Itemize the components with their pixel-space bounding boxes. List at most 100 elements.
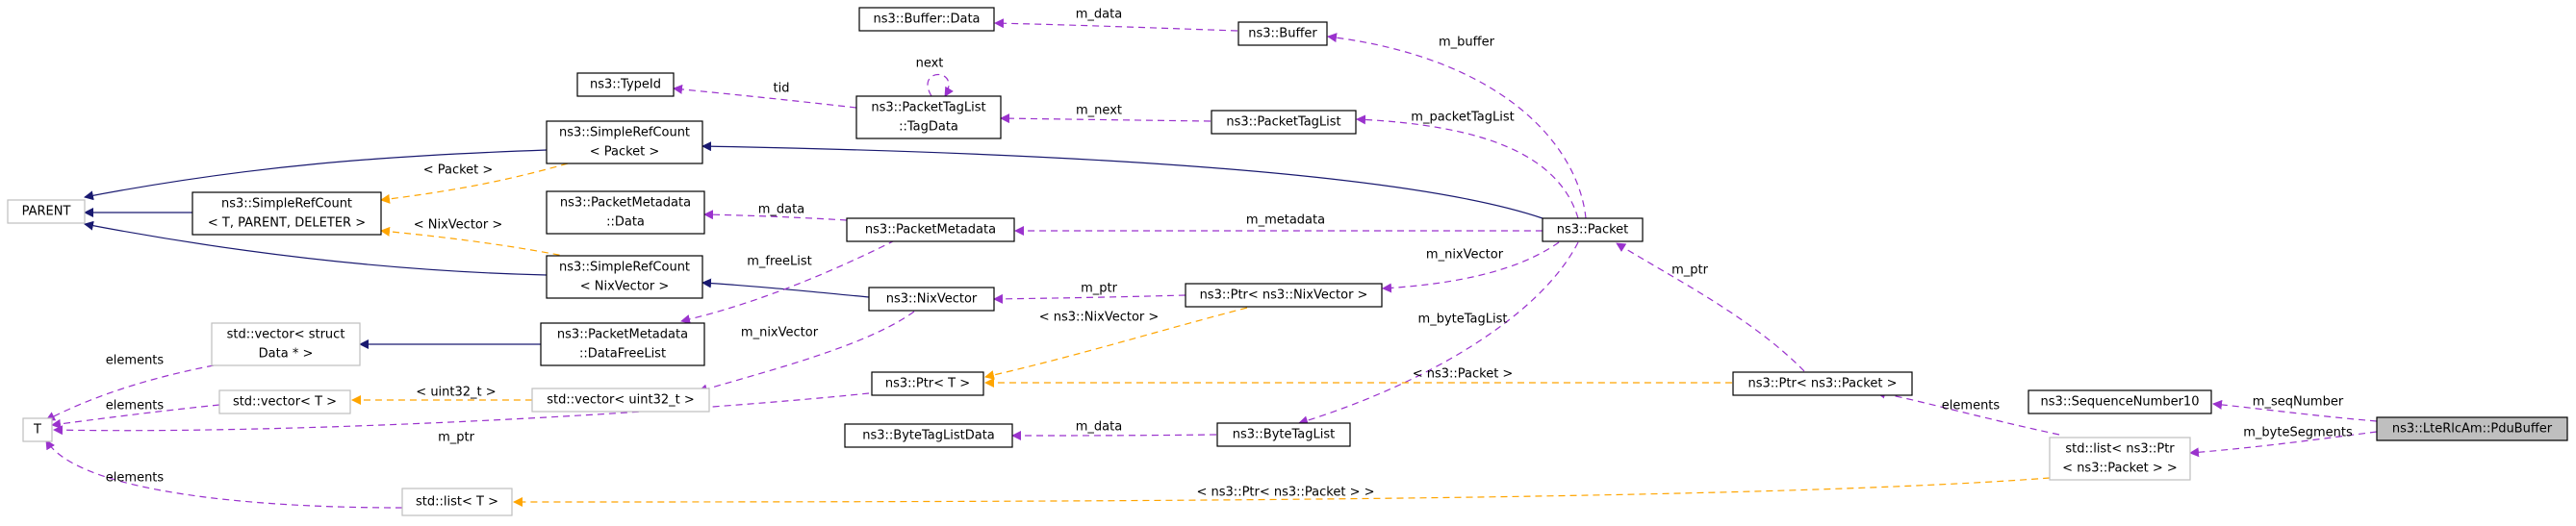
edge-m-seqNumber: m_seqNumber bbox=[2212, 395, 2378, 422]
node-list-t[interactable]: std::list< T > bbox=[401, 488, 513, 516]
edge-label: m_ptr bbox=[1671, 263, 1709, 278]
node-buffer-data[interactable]: ns3::Buffer::Data bbox=[858, 7, 995, 32]
svg-text:std::vector< uint32_t >: std::vector< uint32_t > bbox=[547, 393, 695, 408]
edge-label: m_seqNumber bbox=[2253, 395, 2344, 410]
svg-text:ns3::SimpleRefCount: ns3::SimpleRefCount bbox=[221, 197, 352, 212]
edge-label: next bbox=[916, 57, 944, 71]
node-packettaglist[interactable]: ns3::PacketTagList bbox=[1211, 110, 1357, 135]
node-packettaglist-tagdata[interactable]: ns3::PacketTagList ::TagData bbox=[855, 95, 1002, 139]
edge-label: m_nixVector bbox=[741, 326, 819, 340]
edge-m-nixVector-vec: m_nixVector bbox=[698, 311, 915, 394]
edge-label: elements bbox=[1942, 399, 2001, 413]
edge-label: < Packet > bbox=[423, 163, 494, 178]
edge-next-self: next bbox=[916, 57, 954, 97]
node-list-ptr-packet[interactable]: std::list< ns3::Ptr < ns3::Packet > > bbox=[2049, 437, 2191, 481]
edge-label: elements bbox=[106, 354, 165, 368]
node-ptr-t[interactable]: ns3::Ptr< T > bbox=[871, 371, 984, 396]
node-t[interactable]: T bbox=[22, 417, 53, 442]
edge-label: < ns3::Packet > bbox=[1413, 367, 1514, 382]
node-vector-t[interactable]: std::vector< T > bbox=[218, 389, 351, 414]
node-packetmetadata[interactable]: ns3::PacketMetadata bbox=[846, 217, 1015, 242]
edge-label: m_buffer bbox=[1439, 36, 1495, 50]
svg-text:T: T bbox=[33, 423, 41, 438]
edge-label: m_data bbox=[1076, 420, 1122, 435]
edge-m-byteTagList: m_byteTagList bbox=[1298, 241, 1579, 426]
node-sequencenumber10[interactable]: ns3::SequenceNumber10 bbox=[2028, 389, 2212, 414]
edge-m-ptr-packet: m_ptr bbox=[1616, 242, 1805, 372]
edge-elements-vec-t: elements bbox=[51, 399, 220, 429]
edge-tid: tid bbox=[673, 82, 857, 109]
edge-label: m_metadata bbox=[1246, 213, 1325, 228]
node-buffer[interactable]: ns3::Buffer bbox=[1237, 21, 1328, 46]
edge-label: elements bbox=[106, 471, 165, 486]
edge-label: m_data bbox=[758, 203, 804, 217]
svg-text:ns3::PacketTagList: ns3::PacketTagList bbox=[1226, 115, 1340, 130]
edge-inherit-src-nix bbox=[84, 220, 548, 276]
edge-label: < NixVector > bbox=[414, 218, 503, 233]
svg-text:ns3::Ptr< T >: ns3::Ptr< T > bbox=[885, 377, 970, 391]
edge-label: m_nixVector bbox=[1426, 248, 1504, 263]
node-vector-struct-data[interactable]: std::vector< struct Data * > bbox=[211, 322, 361, 366]
edge-label: m_packetTagList bbox=[1411, 111, 1514, 125]
node-lterlcam-pdubuffer[interactable]: ns3::LteRlcAm::PduBuffer bbox=[2376, 416, 2568, 441]
svg-text:std::list< T >: std::list< T > bbox=[416, 495, 498, 510]
edge-label: m_data bbox=[1076, 8, 1122, 22]
node-bytetaglistdata[interactable]: ns3::ByteTagListData bbox=[844, 423, 1013, 448]
svg-text:::Data: ::Data bbox=[606, 215, 645, 230]
svg-text:::TagData: ::TagData bbox=[899, 120, 958, 135]
svg-text:ns3::Ptr< ns3::Packet >: ns3::Ptr< ns3::Packet > bbox=[1748, 377, 1898, 391]
node-simplerefcount-packet[interactable]: ns3::SimpleRefCount < Packet > bbox=[546, 120, 703, 164]
node-packet[interactable]: ns3::Packet bbox=[1542, 217, 1644, 242]
svg-text:ns3::PacketMetadata: ns3::PacketMetadata bbox=[865, 223, 996, 238]
edge-m-buffer: m_buffer bbox=[1327, 33, 1587, 219]
node-ptr-nixvector[interactable]: ns3::Ptr< ns3::NixVector > bbox=[1185, 283, 1383, 308]
edge-m-data-btl: m_data bbox=[1011, 420, 1217, 440]
edge-tmpl-nixvector2: < ns3::NixVector > bbox=[984, 307, 1248, 380]
edge-label: elements bbox=[106, 399, 165, 413]
svg-text:Data * >: Data * > bbox=[259, 347, 314, 362]
svg-text:ns3::TypeId: ns3::TypeId bbox=[590, 78, 661, 92]
svg-text:ns3::SimpleRefCount: ns3::SimpleRefCount bbox=[559, 126, 690, 140]
svg-text:ns3::LteRlcAm::PduBuffer: ns3::LteRlcAm::PduBuffer bbox=[2392, 422, 2553, 437]
svg-text:< Packet >: < Packet > bbox=[590, 145, 660, 160]
svg-text:ns3::NixVector: ns3::NixVector bbox=[886, 292, 978, 307]
edge-m-next: m_next bbox=[1000, 104, 1211, 124]
edge-tmpl-packet: < Packet > bbox=[380, 163, 569, 204]
node-ptr-packet[interactable]: ns3::Ptr< ns3::Packet > bbox=[1732, 371, 1913, 396]
svg-text:ns3::SequenceNumber10: ns3::SequenceNumber10 bbox=[2041, 395, 2200, 410]
svg-text:< NixVector >: < NixVector > bbox=[580, 280, 670, 294]
node-bytetaglist[interactable]: ns3::ByteTagList bbox=[1216, 422, 1351, 447]
edge-m-ptr-nix: m_ptr bbox=[993, 282, 1186, 304]
edge-tmpl-uint32: < uint32_t > bbox=[351, 386, 533, 405]
edge-label: m_next bbox=[1076, 104, 1122, 118]
node-simplerefcount-generic[interactable]: ns3::SimpleRefCount < T, PARENT, DELETER… bbox=[191, 191, 382, 236]
svg-text:ns3::Buffer::Data: ns3::Buffer::Data bbox=[873, 13, 980, 27]
edge-label: < ns3::NixVector > bbox=[1039, 311, 1160, 325]
edge-inherit-src-packet bbox=[84, 149, 548, 201]
svg-text:< ns3::Packet > >: < ns3::Packet > > bbox=[2062, 462, 2178, 476]
node-parent[interactable]: PARENT bbox=[7, 199, 86, 224]
edge-inherit-nixvector bbox=[701, 278, 870, 298]
node-packetmetadata-datafreelist[interactable]: ns3::PacketMetadata ::DataFreeList bbox=[540, 322, 705, 366]
edge-m-byteSegments: m_byteSegments bbox=[2189, 426, 2378, 458]
svg-text:std::vector< struct: std::vector< struct bbox=[227, 328, 345, 342]
node-vector-uint32[interactable]: std::vector< uint32_t > bbox=[531, 388, 710, 413]
node-simplerefcount-nixvector[interactable]: ns3::SimpleRefCount < NixVector > bbox=[546, 255, 703, 299]
node-nixvector[interactable]: ns3::NixVector bbox=[868, 287, 995, 312]
edge-label: tid bbox=[774, 82, 790, 96]
svg-text:::DataFreeList: ::DataFreeList bbox=[579, 347, 666, 362]
edge-label: m_freeList bbox=[747, 255, 812, 269]
edge-label: m_ptr bbox=[1081, 282, 1118, 296]
svg-text:< T, PARENT, DELETER >: < T, PARENT, DELETER > bbox=[208, 216, 366, 231]
svg-text:ns3::ByteTagListData: ns3::ByteTagListData bbox=[862, 429, 995, 443]
edge-tmpl-list: < ns3::Ptr< ns3::Packet > > bbox=[513, 477, 2051, 507]
edge-tmpl-nixvector: < NixVector > bbox=[380, 218, 583, 261]
node-typeid[interactable]: ns3::TypeId bbox=[576, 72, 675, 97]
edge-m-data-buffer: m_data bbox=[994, 8, 1238, 32]
svg-text:ns3::Ptr< ns3::NixVector >: ns3::Ptr< ns3::NixVector > bbox=[1200, 288, 1368, 303]
edge-m-ptr-t: m_ptr bbox=[53, 392, 870, 445]
svg-text:ns3::PacketTagList: ns3::PacketTagList bbox=[871, 101, 985, 115]
edge-label: < uint32_t > bbox=[416, 386, 496, 400]
node-packetmetadata-data[interactable]: ns3::PacketMetadata ::Data bbox=[546, 190, 705, 235]
